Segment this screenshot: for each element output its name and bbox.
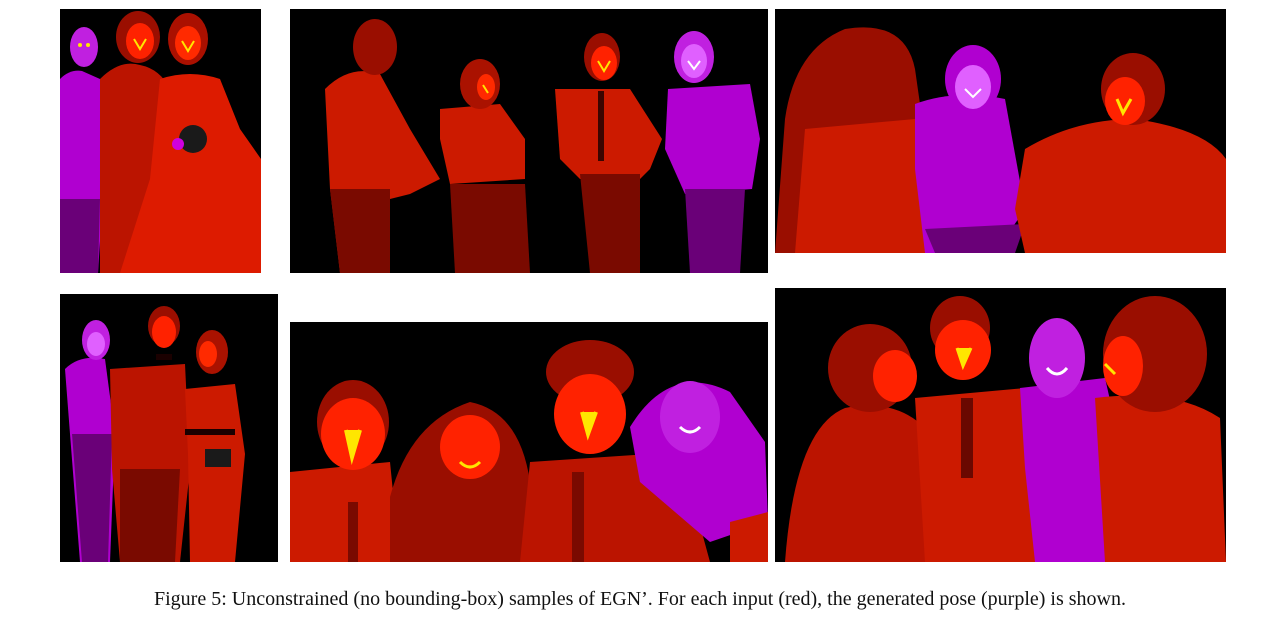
sample-image-5 xyxy=(290,322,768,562)
sample-image-2 xyxy=(290,9,768,273)
figure-caption: Figure 5: Unconstrained (no bounding-box… xyxy=(154,588,1126,610)
sample-image-1 xyxy=(60,9,261,273)
sample-image-3 xyxy=(775,9,1226,253)
sample-image-4 xyxy=(60,294,278,562)
sample-image-6 xyxy=(775,288,1226,562)
